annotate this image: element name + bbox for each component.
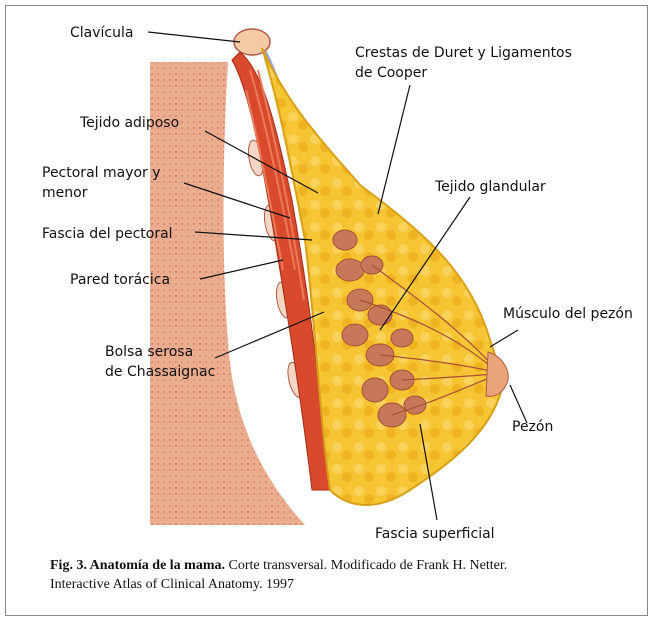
label-pectoral-1: Pectoral mayor y: [42, 165, 161, 181]
caption-title: Fig. 3. Anatomía de la mama.: [50, 558, 225, 573]
label-clavicula: Clavícula: [70, 25, 133, 41]
label-fascia-pectoral: Fascia del pectoral: [42, 226, 173, 242]
label-pared-toracica: Pared torácica: [70, 272, 170, 288]
label-musculo-pezon: Músculo del pezón: [503, 306, 633, 322]
caption-text: Corte transversal. Modificado de Frank H…: [225, 558, 507, 573]
caption-line-1: Fig. 3. Anatomía de la mama. Corte trans…: [50, 556, 650, 575]
caption-line-2: Interactive Atlas of Clinical Anatomy. 1…: [50, 575, 650, 594]
label-bolsa-1: Bolsa serosa: [105, 344, 193, 360]
label-tejido-glandular: Tejido glandular: [434, 179, 546, 195]
nipple: [486, 352, 508, 396]
label-crestas-2: de Cooper: [355, 65, 427, 81]
label-crestas-1: Crestas de Duret y Ligamentos: [355, 45, 572, 61]
label-bolsa-2: de Chassaignac: [105, 364, 215, 380]
figure-caption: Fig. 3. Anatomía de la mama. Corte trans…: [50, 556, 650, 594]
label-tejido-adiposo: Tejido adiposo: [79, 115, 179, 131]
label-fascia-superficial: Fascia superficial: [375, 526, 495, 542]
label-pectoral-2: menor: [42, 185, 88, 201]
label-pezon: Pezón: [512, 419, 553, 435]
